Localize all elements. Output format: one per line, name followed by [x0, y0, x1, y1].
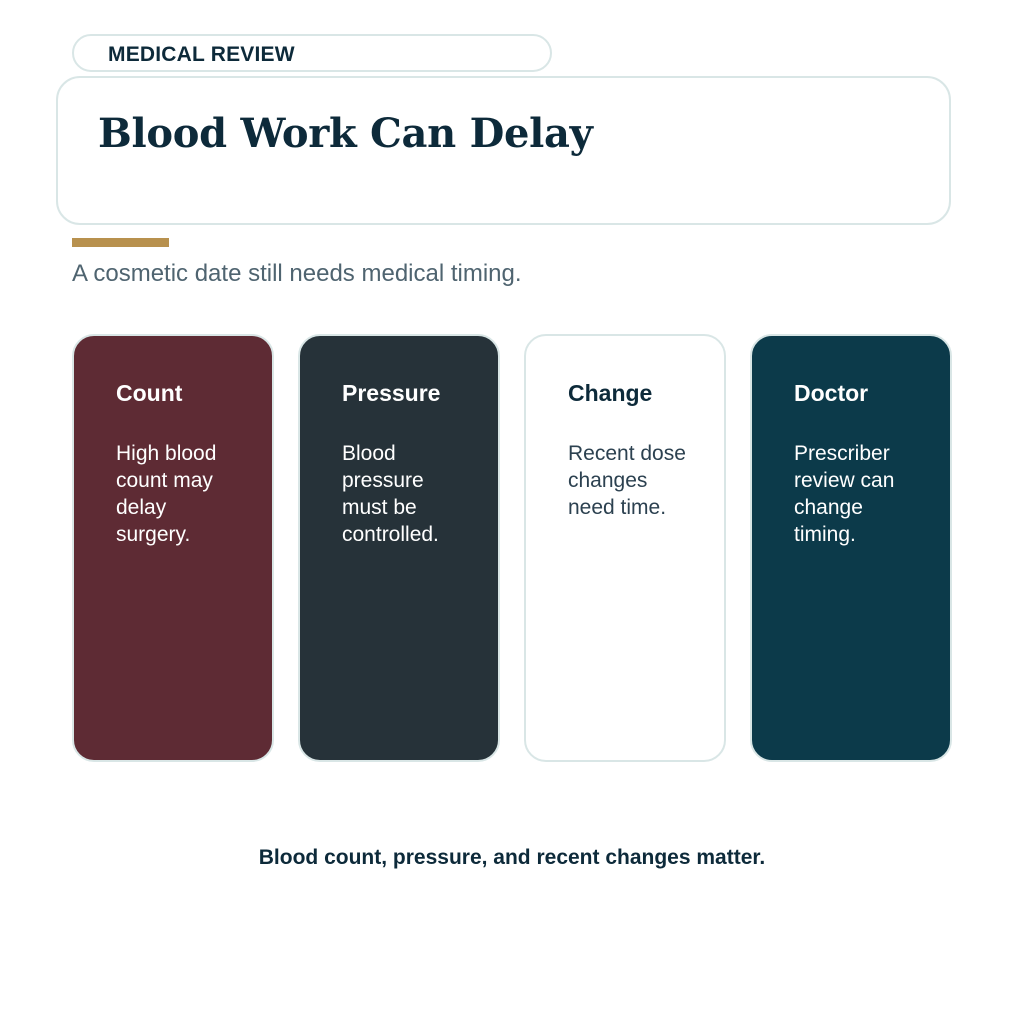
section-tag: MEDICAL REVIEW: [72, 34, 552, 72]
section-tag-label: MEDICAL REVIEW: [108, 43, 295, 66]
card-body: High blood count may delay surgery.: [116, 442, 217, 546]
card-body: Blood pressure must be controlled.: [342, 442, 439, 546]
card-title: Count: [116, 380, 183, 406]
card-title: Pressure: [342, 380, 441, 406]
page-subtitle: A cosmetic date still needs medical timi…: [72, 260, 522, 287]
card-body: Recent dose changes need time.: [568, 442, 686, 519]
card-title: Doctor: [794, 380, 869, 406]
card-body: Prescriber review can change timing.: [794, 442, 895, 546]
footer-summary: Blood count, pressure, and recent change…: [258, 846, 766, 869]
card-pressure: Pressure Blood pressure must be controll…: [298, 334, 500, 762]
factor-cards: Count High blood count may delay surgery…: [72, 334, 952, 762]
title-card: Blood Work Can Delay: [56, 76, 951, 225]
card-doctor: Doctor Prescriber review can change timi…: [750, 334, 952, 762]
page-title: Blood Work Can Delay: [98, 110, 593, 157]
card-change: Change Recent dose changes need time.: [524, 334, 726, 762]
card-title: Change: [568, 380, 653, 406]
accent-divider: [72, 238, 169, 247]
card-count: Count High blood count may delay surgery…: [72, 334, 274, 762]
